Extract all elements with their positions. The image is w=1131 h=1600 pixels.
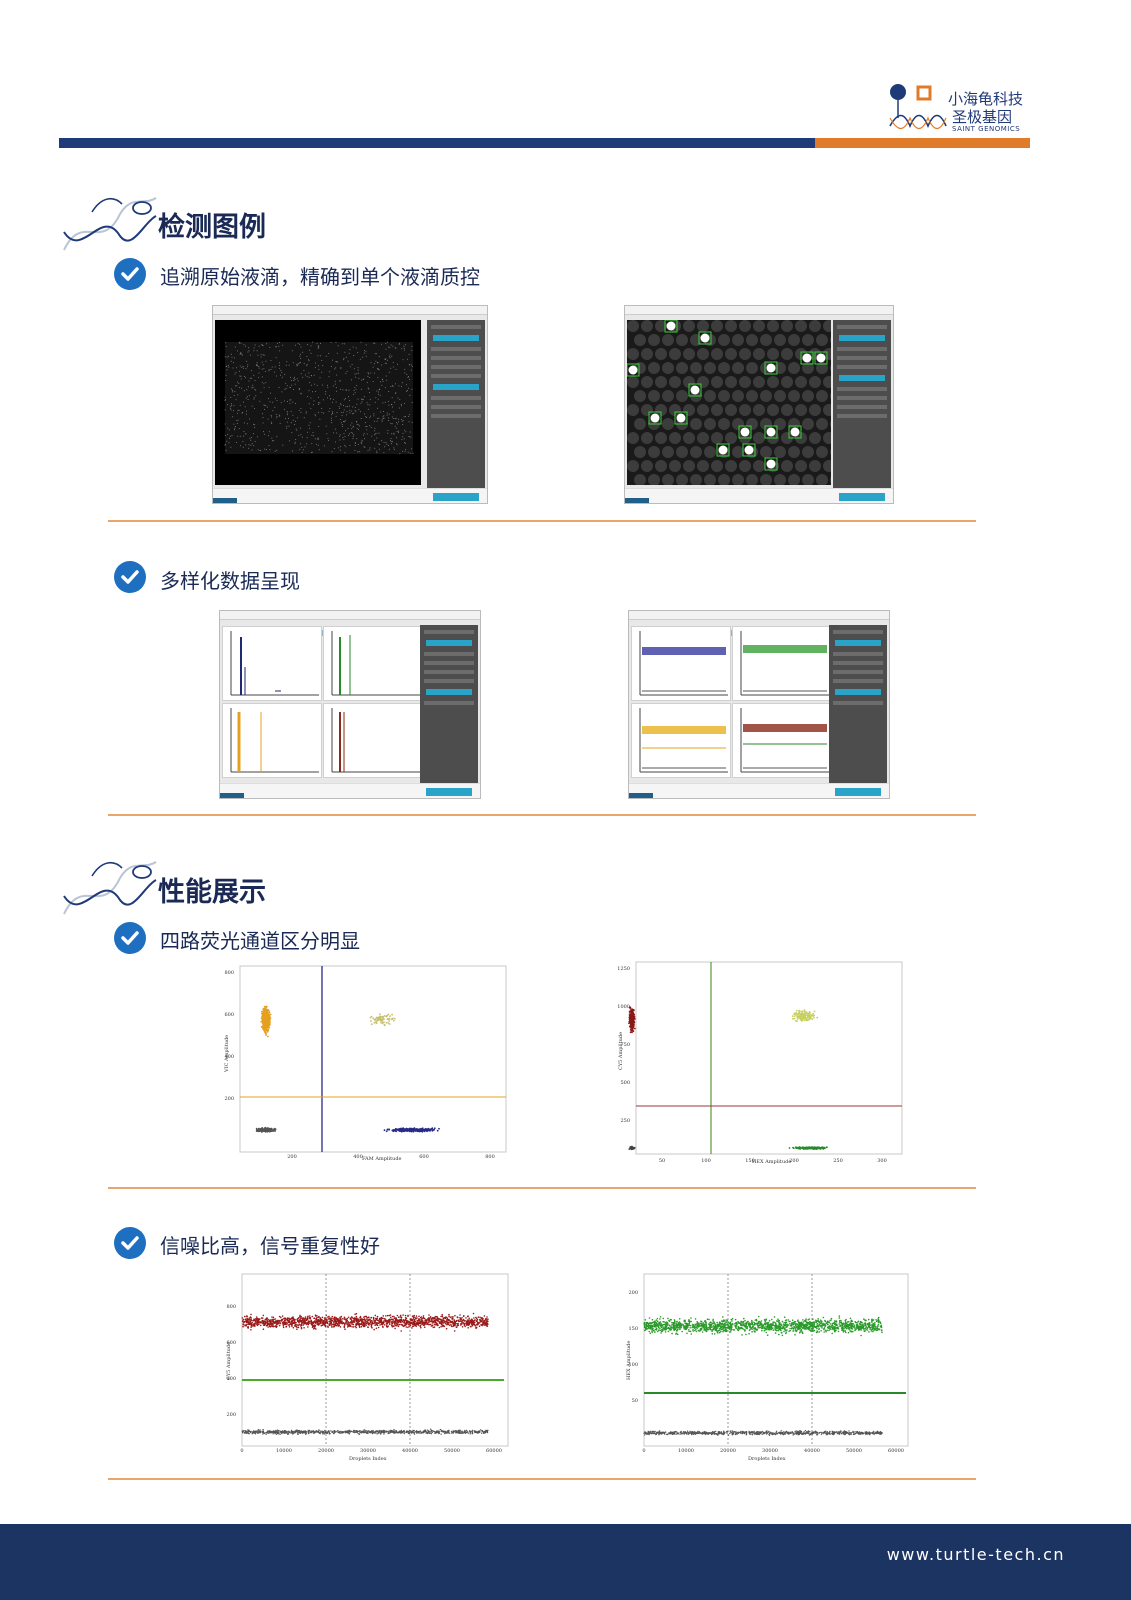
svg-text:250: 250 [620, 1118, 630, 1124]
svg-text:800: 800 [485, 1154, 495, 1160]
footer-bar [0, 1524, 1131, 1600]
scatter-left-xlabel: FAM Amplitude [362, 1156, 402, 1162]
svg-text:600: 600 [224, 1012, 234, 1018]
svg-text:750: 750 [620, 1042, 630, 1048]
index-left-xlabel: Droplets Index [349, 1456, 387, 1462]
section-title-detection: 检测图例 [158, 212, 266, 243]
check-icon [114, 258, 146, 290]
scatter-right-xlabel: HEX Amplitude [752, 1159, 791, 1165]
subsection-label-diverse-data: 多样化数据呈现 [160, 569, 300, 593]
svg-text:200: 200 [224, 1096, 234, 1102]
amplitude-plot-2 [732, 626, 832, 701]
svg-text:100: 100 [701, 1158, 711, 1164]
scatter-right-ylabel: CY5 Amplitude [618, 1032, 624, 1070]
raw-droplet-image [215, 320, 421, 485]
amplitude-plot-3 [631, 703, 731, 778]
svg-text:50: 50 [659, 1158, 665, 1164]
check-icon [114, 922, 146, 954]
software-window-amplitude-plots [628, 610, 890, 799]
amplitude-plot-4 [732, 703, 832, 778]
logo-text-cn-2: 圣极基因 [952, 108, 1013, 126]
section-divider [108, 1187, 976, 1189]
index-right-xlabel: Droplets Index [748, 1456, 786, 1462]
header-bar-blue [59, 138, 815, 148]
svg-text:600: 600 [419, 1154, 429, 1160]
footer-website-link[interactable]: www.turtle-tech.cn [886, 1545, 1065, 1564]
svg-text:300: 300 [877, 1158, 887, 1164]
svg-text:200: 200 [287, 1154, 297, 1160]
header-bar-orange [815, 138, 1030, 148]
svg-text:1000: 1000 [617, 1004, 630, 1010]
scatter-left-ylabel: VIC Amplitude [224, 1035, 230, 1073]
svg-text:800: 800 [224, 970, 234, 976]
company-logo-icon [889, 84, 947, 130]
index-right-ylabel: HEX Amplitude [626, 1341, 632, 1380]
histogram-3 [222, 703, 322, 778]
svg-text:200: 200 [789, 1158, 799, 1164]
section-divider [108, 1478, 976, 1480]
logo-text-en: SAINT GENOMICS [952, 125, 1021, 133]
scatter-plot-hex-cy5: 1250 1000 750 500 250 50 100 150 200 250 300 HEX … [617, 961, 903, 1165]
subsection-label-snr: 信噪比高，信号重复性好 [160, 1234, 380, 1258]
histogram-2 [323, 626, 423, 701]
check-icon [114, 561, 146, 593]
section-divider [108, 520, 976, 522]
svg-text:500: 500 [620, 1080, 630, 1086]
dna-helix-icon [63, 861, 157, 915]
software-window-histograms [219, 610, 481, 799]
logo-text-cn: 小海龟科技 [948, 90, 1024, 108]
svg-text:400: 400 [353, 1154, 363, 1160]
noise-texture [215, 320, 421, 485]
software-window-raw-image [212, 305, 488, 504]
droplet-grid-image [626, 319, 842, 486]
section-title-performance: 性能展示 [158, 877, 266, 908]
dna-helix-icon [63, 197, 157, 251]
check-icon [114, 1227, 146, 1259]
software-window-droplet-grid [624, 305, 894, 504]
index-left-ylabel: CY5 Amplitude [226, 1342, 232, 1380]
svg-text:400: 400 [224, 1054, 234, 1060]
section-divider [108, 814, 976, 816]
subsection-label-trace-droplets: 追溯原始液滴，精确到单个液滴质控 [160, 265, 480, 289]
svg-text:1250: 1250 [617, 966, 630, 972]
amplitude-plot-1 [631, 626, 731, 701]
svg-text:150: 150 [745, 1158, 755, 1164]
subsection-label-four-channels: 四路荧光通道区分明显 [160, 929, 360, 953]
svg-text:250: 250 [833, 1158, 843, 1164]
histogram-1 [222, 626, 322, 701]
histogram-4 [323, 703, 423, 778]
